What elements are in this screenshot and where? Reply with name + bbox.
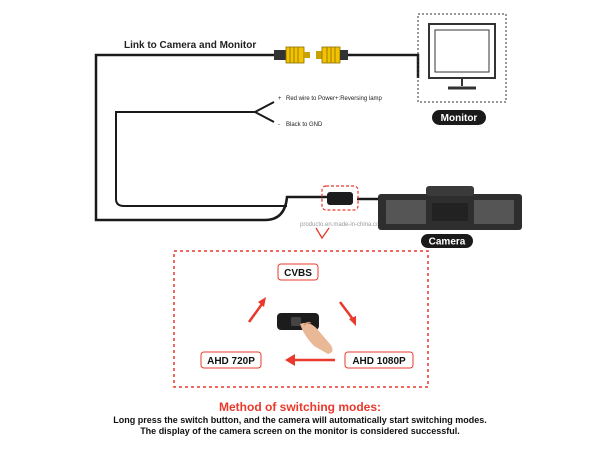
monitor-cable [345, 53, 420, 78]
red-wire-label: Red wire to Power+:Reversing lamp [286, 96, 383, 102]
gnd-wire-branch [254, 111, 275, 123]
monitor-icon [428, 23, 496, 90]
pointer-arrow [315, 227, 330, 240]
mode-cvbs [277, 263, 319, 281]
switch-with-hand [277, 313, 333, 354]
main-cable [94, 53, 335, 222]
camera-badge [421, 234, 473, 248]
link-label: Link to Camera and Monitor [124, 40, 256, 51]
mode-ahd720 [200, 351, 262, 369]
switch-module [321, 185, 359, 211]
method-title: Method of switching modes: [219, 400, 381, 414]
method-line-2: The display of the camera screen on the … [140, 426, 460, 436]
rca-connector-left [274, 46, 310, 64]
mode-cvbs-label: CVBS [284, 268, 312, 279]
arrow-720-to-cvbs [247, 297, 266, 323]
monitor-badge-label: Monitor [441, 113, 478, 124]
minus-sign: - [278, 122, 280, 128]
power-wire-branch [115, 101, 287, 207]
camera-badge-label: Camera [429, 237, 466, 248]
modes-box [173, 250, 429, 388]
license-plate-camera [378, 186, 522, 230]
black-wire-label: Black to GND [286, 122, 323, 128]
mode-ahd720-label: AHD 720P [207, 356, 255, 367]
watermark-text: producto.en.made-in-china.com [300, 222, 384, 228]
plus-sign: + [278, 96, 282, 102]
monitor-frame [417, 13, 507, 103]
method-line-1: Long press the switch button, and the ca… [113, 415, 487, 425]
mode-ahd1080-label: AHD 1080P [352, 356, 406, 367]
monitor-badge [432, 110, 486, 125]
mode-ahd1080 [344, 351, 414, 369]
rca-connector-right [316, 46, 348, 64]
arrow-cvbs-to-1080 [339, 301, 356, 326]
arrow-1080-to-720 [285, 354, 335, 366]
